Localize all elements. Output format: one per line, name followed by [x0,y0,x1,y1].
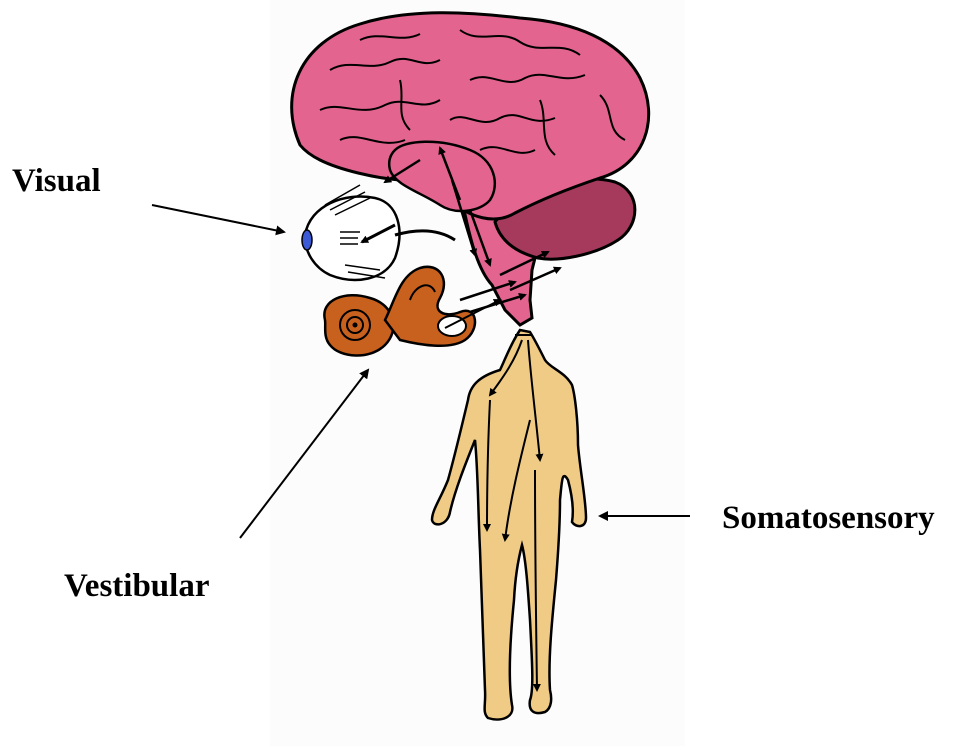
somatosensory-label: Somatosensory [722,502,935,535]
vestibular-label: Vestibular [64,570,209,603]
iris-icon [302,230,312,250]
visual-label: Visual [12,165,101,198]
visual-pointer-arrow [152,205,284,232]
